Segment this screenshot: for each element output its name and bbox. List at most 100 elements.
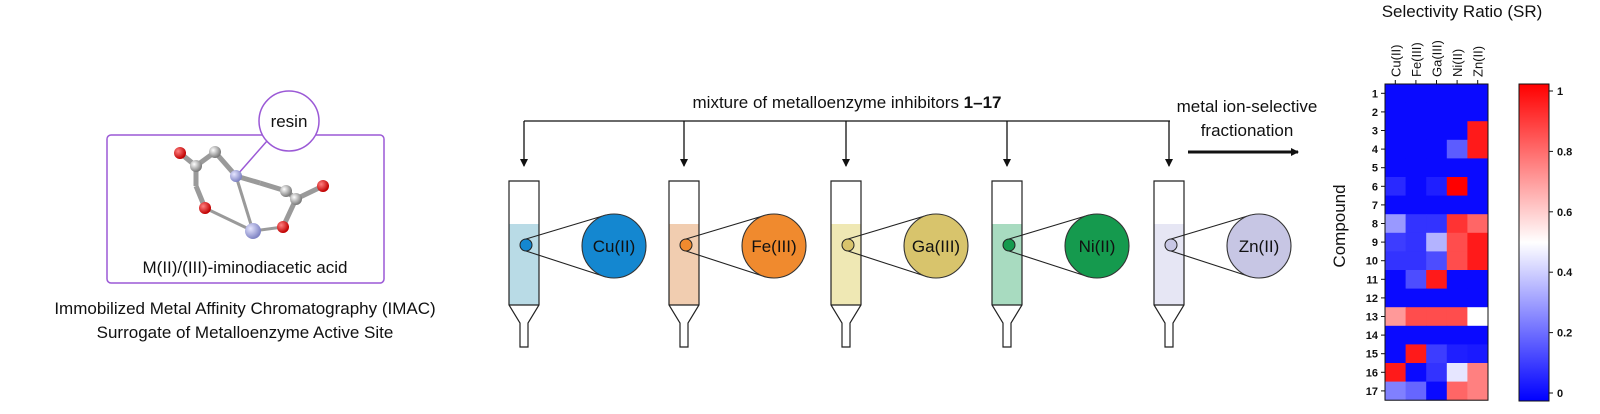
heatmap-cell <box>1426 121 1448 141</box>
carbon-atom <box>290 193 302 205</box>
heatmap-cell <box>1467 381 1489 401</box>
oxygen-atom <box>174 147 186 159</box>
heatmap-cell <box>1385 102 1406 122</box>
colorbar-tick-label: 0.2 <box>1557 328 1572 340</box>
colorbar-tick-label: 1 <box>1557 86 1563 98</box>
heatmap-cell <box>1446 288 1468 308</box>
column-tube <box>1153 180 1185 348</box>
col-label: Zn(II) <box>1471 46 1486 77</box>
complex-label: M(II)/(III)-iminodiacetic acid <box>143 258 348 277</box>
row-label: 10 <box>1366 256 1378 268</box>
heatmap-cell <box>1467 139 1489 159</box>
heatmap-cell <box>1467 177 1489 196</box>
fractionation-line-2: fractionation <box>1201 121 1294 140</box>
mixture-compounds: 1–17 <box>964 93 1002 112</box>
colorbar-tick-label: 0.4 <box>1557 267 1573 279</box>
heatmap-cell <box>1467 325 1489 345</box>
metal-circle <box>581 213 647 279</box>
resin-circle <box>258 90 320 152</box>
metal-circle <box>1226 213 1292 279</box>
heatmap-cell <box>1446 344 1468 364</box>
oxygen-atom <box>277 221 289 233</box>
row-label: 1 <box>1372 88 1378 100</box>
metal-circle <box>741 213 807 279</box>
heatmap-cell <box>1446 177 1468 196</box>
caption-line-1: Immobilized Metal Affinity Chromatograph… <box>54 299 435 318</box>
carbon-atom <box>209 146 221 158</box>
heatmap-cell <box>1446 84 1468 103</box>
fractionation-line-1: metal ion-selective <box>1177 97 1318 116</box>
heatmap-cell <box>1467 307 1489 327</box>
zoom-line-bottom <box>685 250 767 278</box>
heatmap-cell <box>1385 232 1406 252</box>
column-tube <box>508 180 540 348</box>
mixture-header: mixture of metalloenzyme inhibitors 1–17 <box>524 93 1170 122</box>
column-tube <box>991 180 1023 348</box>
heatmap-cell <box>1426 363 1448 382</box>
heatmap-cell <box>1446 214 1468 234</box>
metal-label: Zn(II) <box>1239 237 1280 256</box>
heatmap-cell <box>1385 121 1406 141</box>
heatmap-cell <box>1426 270 1448 289</box>
resin-label: resin <box>271 112 308 131</box>
row-label: 12 <box>1366 293 1378 305</box>
heatmap-cell <box>1446 232 1468 252</box>
mixture-title: mixture of metalloenzyme inhibitors 1–17 <box>693 93 1002 112</box>
heatmap-cell <box>1385 288 1406 308</box>
column-tube <box>830 180 862 348</box>
colorbar-tick-label: 0 <box>1557 388 1563 400</box>
heatmap-cell <box>1446 363 1468 382</box>
heatmap-cell <box>1446 381 1468 401</box>
row-label: 13 <box>1366 312 1378 324</box>
zoom-line-top <box>1170 214 1252 240</box>
heatmap-cell <box>1385 381 1406 401</box>
oxygen-atom <box>199 202 211 214</box>
colorbar-gradient <box>1518 83 1550 402</box>
heatmap-cell <box>1426 177 1448 196</box>
heatmap-cell <box>1467 158 1489 178</box>
heatmap-cell <box>1385 214 1406 234</box>
col-label: Ga(III) <box>1430 40 1445 77</box>
heatmap-cell <box>1446 251 1468 271</box>
heatmap-cell <box>1385 139 1406 159</box>
resin-bead <box>1164 238 1178 252</box>
molecule-structure <box>174 146 329 239</box>
heatmap-cell <box>1467 102 1489 122</box>
heatmap-cell <box>1385 270 1406 289</box>
heatmap-cell <box>1385 84 1406 103</box>
zoom-line-top <box>1008 214 1090 240</box>
heatmap-cell <box>1467 270 1489 289</box>
row-label: 16 <box>1366 367 1378 379</box>
heatmap-cell <box>1385 325 1406 345</box>
heatmap-cell <box>1405 307 1427 327</box>
heatmap-cell <box>1405 288 1427 308</box>
row-label: 6 <box>1372 181 1378 193</box>
heatmap-cell <box>1405 344 1427 364</box>
colorbar: 00.20.40.60.81 <box>1518 83 1573 402</box>
column-1: Fe(III) <box>668 121 807 348</box>
heatmap-cell <box>1467 121 1489 141</box>
heatmap-cell <box>1405 325 1427 345</box>
heatmap-title: Selectivity Ratio (SR) <box>1382 2 1543 21</box>
heatmap-cell <box>1426 307 1448 327</box>
heatmap-cell <box>1405 84 1427 103</box>
col-label: Fe(III) <box>1409 42 1424 77</box>
oxygen-atom <box>317 180 329 192</box>
heatmap-cell <box>1426 214 1448 234</box>
heatmap-cell <box>1426 102 1448 122</box>
heatmap-cell <box>1467 232 1489 252</box>
column-fill <box>1154 224 1184 305</box>
heatmap-cell <box>1426 251 1448 271</box>
column-2: Ga(III) <box>830 121 969 348</box>
heatmap-cell <box>1446 121 1468 141</box>
heatmap-cell <box>1446 325 1468 345</box>
heatmap-cell <box>1446 139 1468 159</box>
heatmap-cell <box>1385 344 1406 364</box>
heatmap-cell <box>1467 251 1489 271</box>
heatmap-cell <box>1467 288 1489 308</box>
row-label: 4 <box>1372 144 1379 156</box>
heatmap-cell <box>1426 232 1448 252</box>
resin-bead <box>841 238 855 252</box>
col-label: Cu(II) <box>1388 45 1403 78</box>
